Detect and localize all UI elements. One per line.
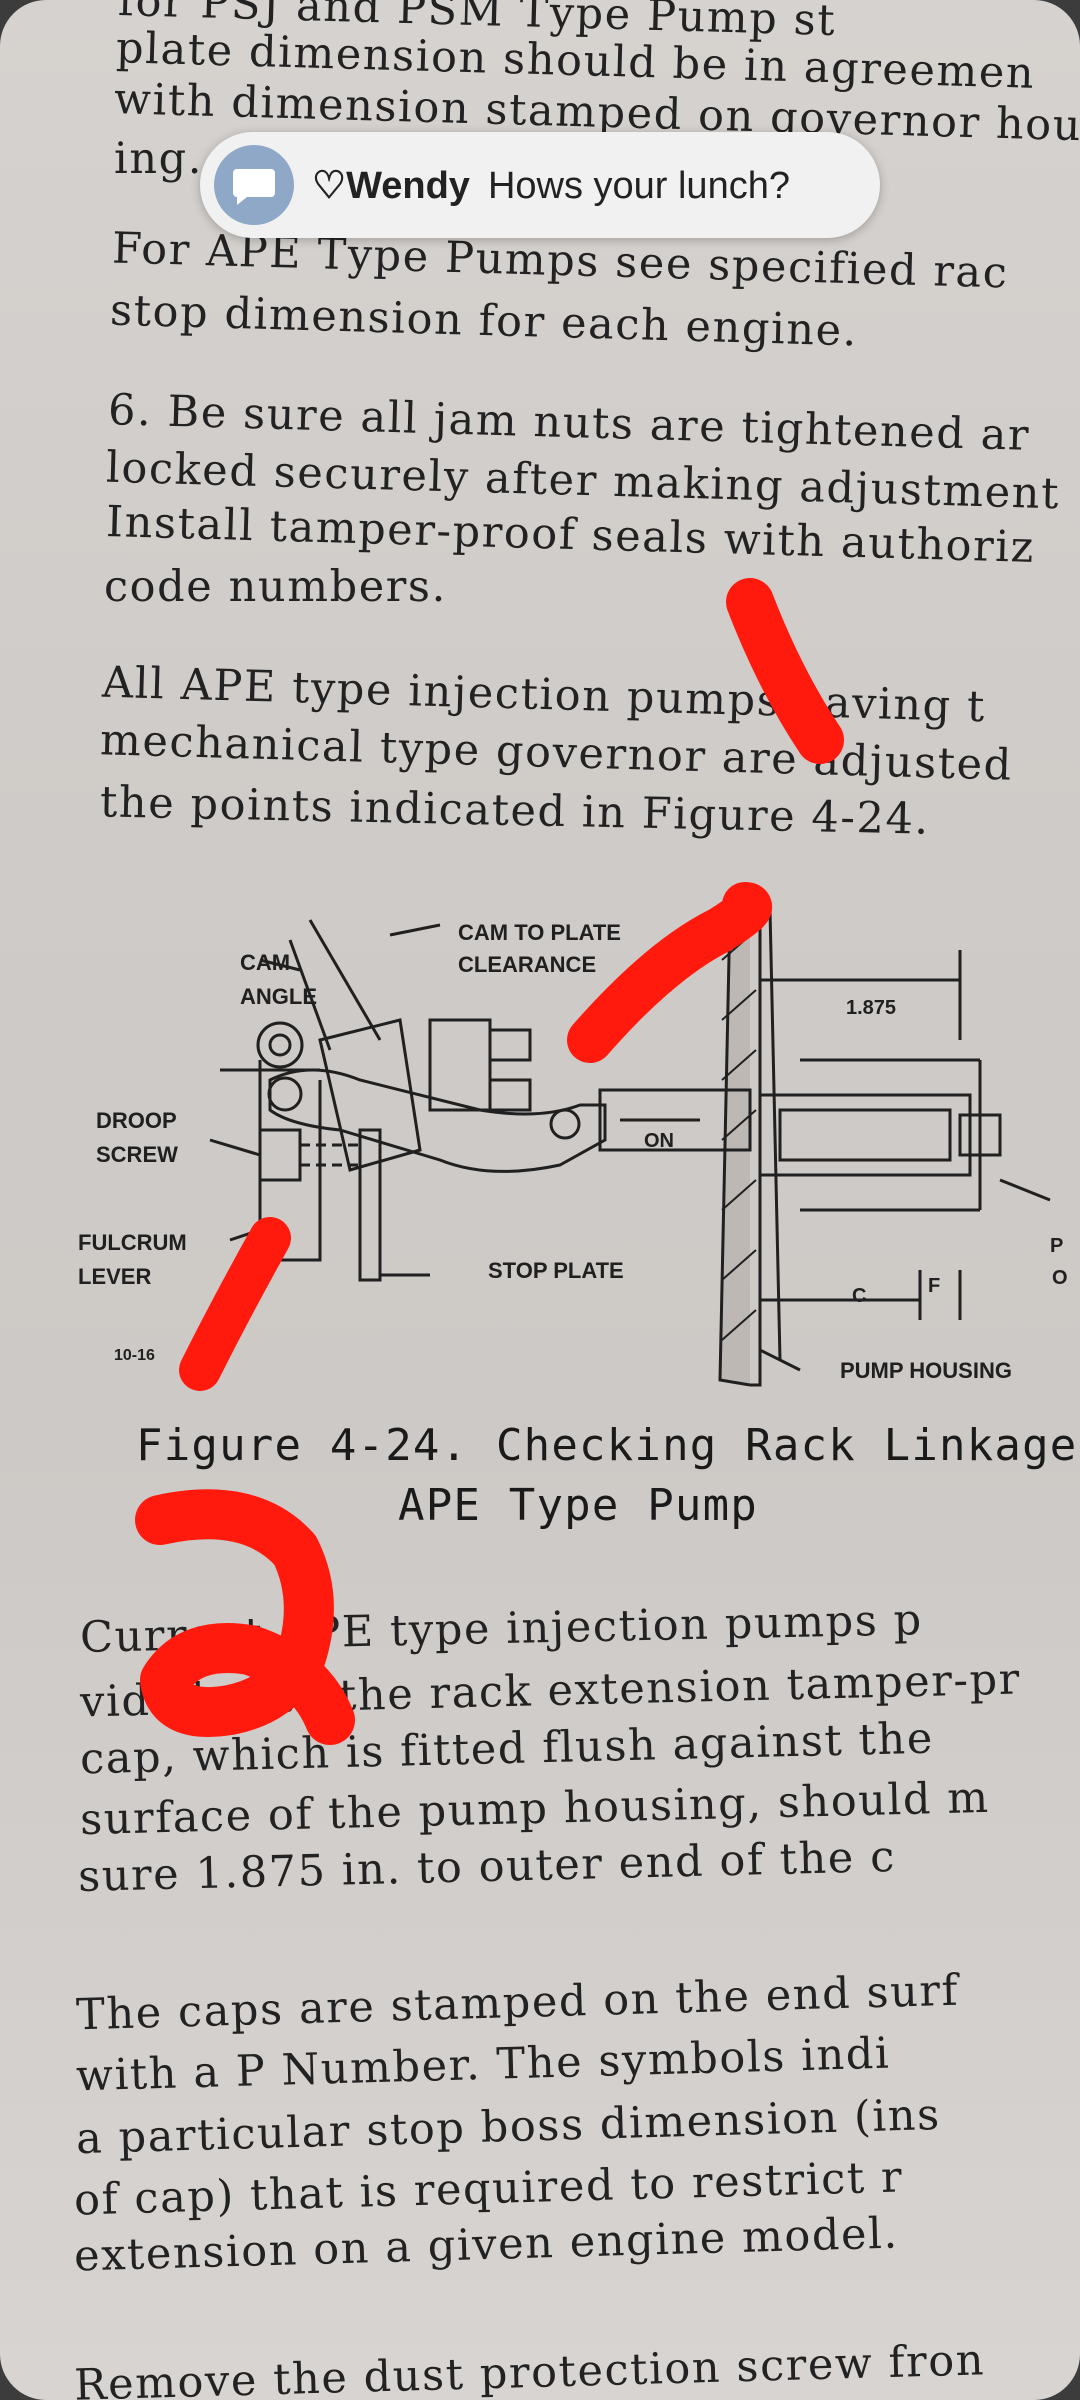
figure-caption: Figure 4-24. Checking Rack Linkage, [136,1420,1080,1471]
label-f: F [928,1275,940,1297]
label-on: ON [644,1130,674,1152]
label-cam-to-plate: CAM TO PLATE [458,920,621,945]
message-bubble-icon [214,145,294,225]
notification-text: ♡Wendy Hows your lunch? [312,163,790,208]
label-cam: CAM [240,950,290,975]
label-lever: LEVER [78,1264,151,1289]
label-dimension: 1.875 [846,997,896,1019]
figure-caption-sub: APE Type Pump [398,1480,758,1531]
label-c: C [852,1285,866,1307]
text-line: stop dimension for each engine. [109,285,859,357]
label-fulcrum: FULCRUM [78,1230,187,1255]
text-line: a particular stop boss dimension (ins [75,2089,942,2165]
label-pump-housing: PUMP HOUSING [840,1358,1012,1383]
rack-linkage-diagram: CAM ANGLE CAM TO PLATE CLEARANCE DROOP S… [78,908,1068,1387]
notification-message: Hows your lunch? [487,164,790,207]
notification-sender: ♡Wendy [312,164,470,207]
text-line: Current APE type injection pumps p [79,1595,924,1663]
text-line: The caps are stamped on the end surf [75,1965,960,2041]
text-line: code numbers. [104,562,447,612]
text-line: the points indicated in Figure 4-24. [99,777,931,845]
label-p: P [1050,1235,1063,1257]
text-line: Remove the dust protection screw fron [73,2335,986,2400]
label-stop-plate: STOP PLATE [488,1258,624,1283]
label-o: O [1052,1267,1068,1289]
text-line: ing. [114,134,204,184]
label-ref: 10-16 [114,1347,155,1364]
label-droop: DROOP [96,1108,177,1133]
label-angle: ANGLE [240,984,317,1009]
label-screw: SCREW [96,1142,178,1167]
message-notification[interactable]: ♡Wendy Hows your lunch? [200,132,880,238]
text-line: sure 1.875 in. to outer end of the c [77,1832,897,1902]
label-clearance: CLEARANCE [458,952,596,977]
text-line: with a P Number. The symbols indi [75,2028,891,2102]
